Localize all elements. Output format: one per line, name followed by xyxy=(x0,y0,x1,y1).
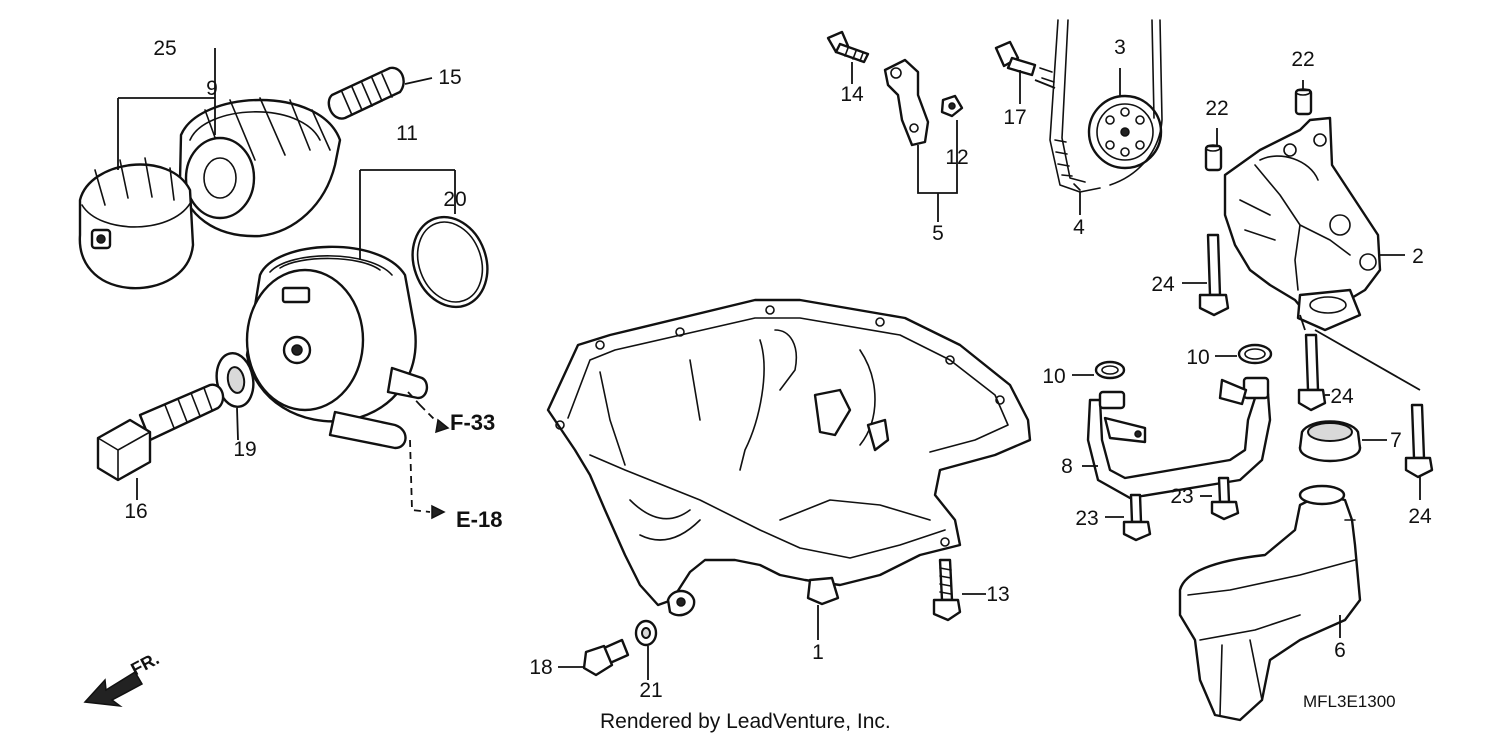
oil-pan-part-1 xyxy=(546,298,1032,617)
callout-c4: 4 xyxy=(1073,216,1085,239)
callout-c25: 25 xyxy=(153,37,176,60)
callout-c10b: 10 xyxy=(1186,346,1209,369)
oil-pump-part-2 xyxy=(1223,116,1382,332)
callout-c23a: 23 xyxy=(1170,485,1193,508)
dowel-pin-part-22-lower xyxy=(1204,144,1223,172)
callout-c24c: 24 xyxy=(1408,505,1432,528)
bolt-part-23-left xyxy=(1122,493,1152,542)
bolt-part-17 xyxy=(994,40,1055,83)
callout-c20: 20 xyxy=(443,188,466,211)
oil-strainer-part-6 xyxy=(1178,484,1362,722)
bolt-part-14 xyxy=(826,30,870,64)
render-credit: Rendered by LeadVenture, Inc. xyxy=(600,710,891,733)
callout-c1: 1 xyxy=(812,641,824,664)
o-ring-part-10-right xyxy=(1237,343,1273,365)
callout-c23b: 23 xyxy=(1075,507,1098,530)
callout-c9: 9 xyxy=(206,77,218,100)
callout-c11: 11 xyxy=(396,122,418,145)
leader-lines xyxy=(117,48,1421,680)
callout-c24a: 24 xyxy=(1151,273,1175,296)
callout-c3: 3 xyxy=(1114,36,1126,59)
callout-c19: 19 xyxy=(233,438,256,461)
figure-code: MFL3E1300 xyxy=(1303,692,1396,711)
bolt-part-13 xyxy=(932,558,962,622)
sealing-washer-part-21 xyxy=(634,619,658,647)
callout-c18: 18 xyxy=(529,656,552,679)
guide-plate-part-5 xyxy=(883,58,930,147)
callout-c14: 14 xyxy=(840,83,864,106)
dowel-pin-part-22-upper xyxy=(1294,88,1313,116)
callout-c22b: 22 xyxy=(1205,97,1228,120)
callout-c21: 21 xyxy=(639,679,662,702)
callout-c17: 17 xyxy=(1003,106,1026,129)
callout-c16: 16 xyxy=(124,500,147,523)
oil-pipe-part-8 xyxy=(1086,376,1272,500)
o-ring-part-20 xyxy=(411,215,489,309)
bolt-part-24-left xyxy=(1198,233,1230,317)
callout-c10a: 10 xyxy=(1042,365,1065,388)
callout-c15: 15 xyxy=(438,66,461,89)
callout-c22a: 22 xyxy=(1291,48,1314,71)
callout-c24b: 24 xyxy=(1330,385,1354,408)
callout-c13: 13 xyxy=(986,583,1009,606)
callout-c7: 7 xyxy=(1390,429,1402,452)
washer-part-19 xyxy=(215,352,255,408)
front-direction-arrow-icon: FR. xyxy=(83,648,162,708)
oil-cooler-part-11 xyxy=(245,245,429,450)
reference-f33: F-33 xyxy=(450,410,495,435)
bolt-part-23-right xyxy=(1210,476,1240,521)
bolt-part-24-center xyxy=(1297,333,1327,412)
bolt-part-24-right xyxy=(1404,403,1434,479)
cross-references: F-33E-18 xyxy=(450,410,502,532)
oil-filter-part-9 xyxy=(178,97,342,238)
callout-c6: 6 xyxy=(1334,639,1346,662)
o-ring-part-10-left xyxy=(1094,360,1126,380)
callout-c12: 12 xyxy=(945,146,968,169)
stud-part-15 xyxy=(327,66,405,120)
callout-c8: 8 xyxy=(1061,455,1073,478)
reference-e18: E-18 xyxy=(456,507,502,532)
reference-arrow-f33 xyxy=(435,418,450,434)
oil-seal-part-7 xyxy=(1298,420,1362,463)
sprocket-part-3 xyxy=(1087,94,1163,170)
union-bolt-part-16 xyxy=(96,383,225,482)
callout-c2: 2 xyxy=(1412,245,1424,268)
callout-c5: 5 xyxy=(932,222,944,245)
collar-part-12 xyxy=(940,94,964,118)
filter-wrench-part-25 xyxy=(78,157,195,290)
oil-pump-chain-part-4 xyxy=(1049,19,1163,193)
reference-arrow-e18 xyxy=(431,504,446,520)
drain-bolt-part-18 xyxy=(582,638,630,677)
